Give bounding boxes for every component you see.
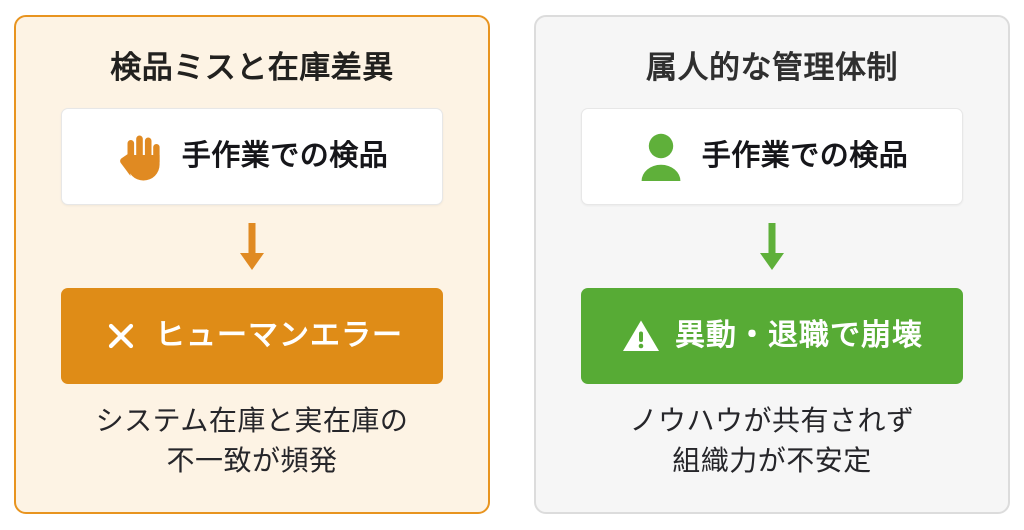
collapse-warning-badge: 異動・退職で崩壊 (581, 288, 963, 385)
panel-personal-dependency: 属人的な管理体制 手作業での検品 (534, 15, 1010, 514)
warning-triangle-icon (621, 316, 661, 356)
manual-inspection-label: 手作業での検品 (181, 140, 389, 173)
cross-mark-icon (101, 316, 141, 356)
panel-caption: ノウハウが共有されず 組織力が不安定 (629, 401, 914, 481)
caption-line-2: 不一致が頻発 (166, 444, 338, 476)
panel-caption: システム在庫と実在庫の 不一致が頻発 (96, 401, 409, 481)
person-icon (636, 131, 686, 183)
arrow-down-icon (232, 222, 272, 274)
manual-inspection-card: 手作業での検品 (61, 108, 443, 206)
manual-inspection-card: 手作業での検品 (581, 108, 963, 206)
panel-inspection-error: 検品ミスと在庫差異 手作業での検品 (14, 15, 490, 514)
caption-line-2: 組織力が不安定 (672, 444, 872, 476)
caption-line-1: システム在庫と実在庫の (95, 405, 409, 437)
panel-title: 検品ミスと在庫差異 (110, 50, 394, 85)
collapse-warning-label: 異動・退職で崩壊 (675, 319, 923, 353)
human-error-label: ヒューマンエラー (155, 319, 403, 353)
raised-hand-icon (116, 131, 166, 183)
caption-line-1: ノウハウが共有されず (629, 405, 915, 437)
arrow-down-icon (752, 222, 792, 274)
human-error-badge: ヒューマンエラー (61, 288, 443, 385)
manual-inspection-label: 手作業での検品 (701, 140, 909, 173)
panel-title: 属人的な管理体制 (646, 50, 898, 85)
